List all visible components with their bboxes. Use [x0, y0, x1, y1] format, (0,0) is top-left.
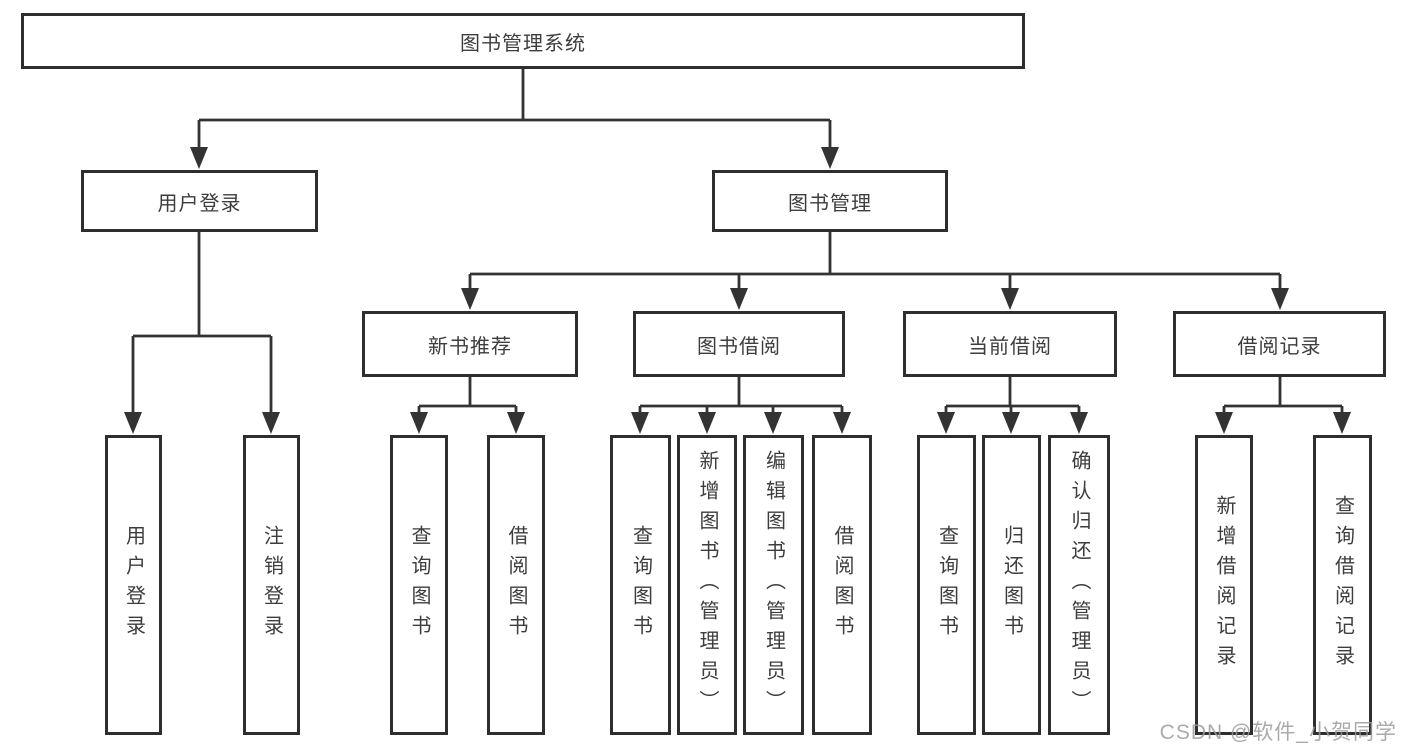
leaf-return-book-label: 归还图书: [1000, 525, 1023, 645]
leaf-edit-book-admin: 编辑图书（管理员）: [743, 435, 804, 735]
node-current-borrow-label: 当前借阅: [968, 335, 1052, 358]
leaf-query-books-current-label: 查询图书: [935, 525, 958, 645]
leaf-query-books-borrow-label: 查询图书: [629, 525, 652, 645]
leaf-logout-label: 注销登录: [260, 525, 283, 645]
leaf-edit-book-admin-label: 编辑图书（管理员）: [762, 450, 785, 720]
leaf-borrow-books-2-label: 借阅图书: [831, 525, 853, 645]
leaf-user-login: 用户登录: [105, 435, 162, 735]
node-new-book-recommend-label: 新书推荐: [428, 335, 512, 358]
leaf-logout: 注销登录: [243, 435, 300, 735]
leaf-query-borrow-record-label: 查询借阅记录: [1331, 495, 1354, 675]
leaf-confirm-return-admin-label: 确认归还（管理员）: [1068, 450, 1090, 720]
leaf-query-books-recommend: 查询图书: [390, 435, 448, 735]
node-user-login-label: 用户登录: [157, 192, 242, 215]
leaf-query-books-borrow: 查询图书: [610, 435, 671, 735]
leaf-query-books-current: 查询图书: [917, 435, 976, 735]
leaf-add-borrow-record: 新增借阅记录: [1195, 435, 1253, 735]
node-root: 图书管理系统: [21, 13, 1025, 69]
node-current-borrow: 当前借阅: [903, 311, 1117, 377]
node-book-management-label: 图书管理: [788, 192, 872, 215]
node-book-management: 图书管理: [712, 170, 948, 232]
leaf-query-books-recommend-label: 查询图书: [408, 525, 430, 645]
leaf-return-book: 归还图书: [982, 435, 1041, 735]
leaf-borrow-books-recommend: 借阅图书: [487, 435, 545, 735]
leaf-query-borrow-record: 查询借阅记录: [1313, 435, 1372, 735]
node-user-login: 用户登录: [81, 170, 318, 232]
node-borrow-records: 借阅记录: [1173, 311, 1386, 377]
csdn-watermark: CSDN @软件_小贺同学: [1159, 721, 1397, 744]
node-new-book-recommend: 新书推荐: [362, 311, 578, 377]
leaf-add-book-admin-label: 新增图书（管理员）: [696, 450, 718, 720]
node-book-borrow-label: 图书借阅: [697, 335, 781, 358]
leaf-add-borrow-record-label: 新增借阅记录: [1213, 495, 1235, 675]
arrowheads: [124, 147, 1351, 434]
leaf-confirm-return-admin: 确认归还（管理员）: [1048, 435, 1110, 735]
node-book-borrow: 图书借阅: [633, 311, 845, 377]
leaf-borrow-books-2: 借阅图书: [812, 435, 872, 735]
leaf-user-login-label: 用户登录: [122, 525, 145, 645]
leaf-borrow-books-recommend-label: 借阅图书: [505, 525, 527, 645]
node-root-label: 图书管理系统: [460, 32, 586, 55]
leaf-add-book-admin: 新增图书（管理员）: [677, 435, 737, 735]
node-borrow-records-label: 借阅记录: [1237, 335, 1322, 358]
